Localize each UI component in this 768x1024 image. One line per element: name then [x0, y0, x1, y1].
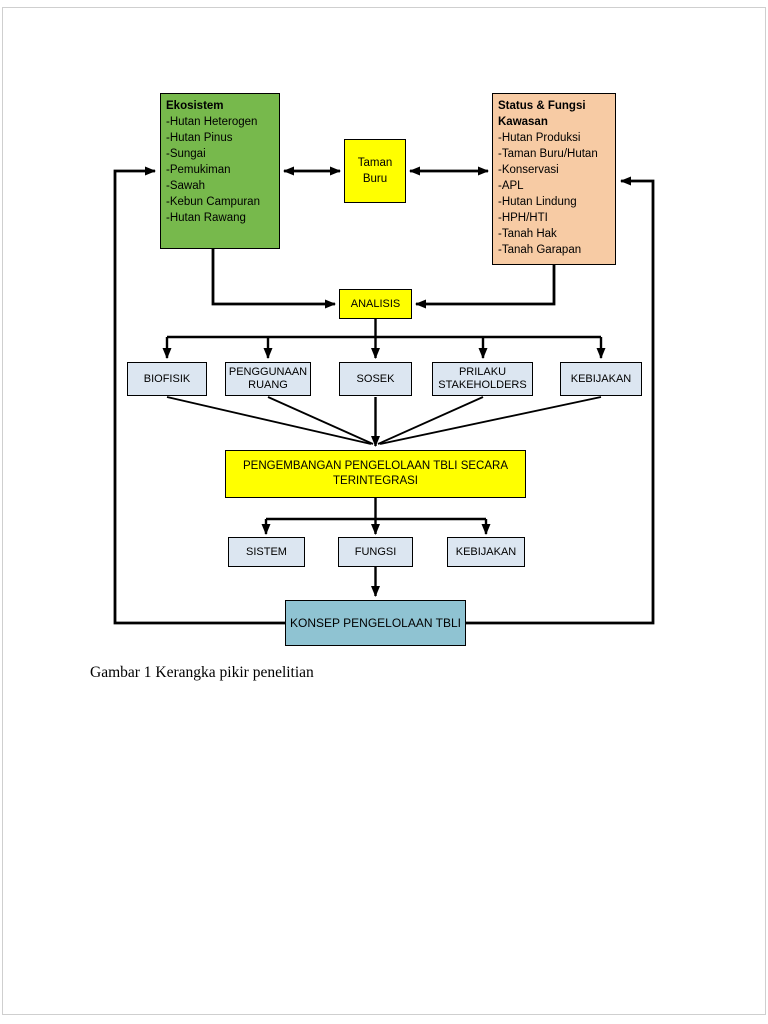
- ekosistem-item: -Hutan Heterogen: [166, 116, 258, 128]
- analisis-box: ANALISIS: [339, 289, 412, 319]
- status-fungsi-item: -APL: [498, 180, 524, 192]
- output-box-fungsi: FUNGSI: [338, 537, 413, 567]
- ekosistem-title: Ekosistem: [166, 100, 224, 112]
- aspect-box-biofisik: BIOFISIK: [127, 362, 207, 396]
- output-label: SISTEM: [246, 545, 287, 558]
- aspect-label: PRILAKU STAKEHOLDERS: [438, 366, 527, 391]
- output-box-kebijakan: KEBIJAKAN: [447, 537, 525, 567]
- aspect-label: BIOFISIK: [143, 372, 191, 385]
- fan-penggunaan: [267, 396, 374, 445]
- aspect-label: PENGGUNAAN RUANG: [228, 366, 308, 391]
- status-fungsi-item: -Konservasi: [498, 164, 559, 176]
- ekosistem-item: -Hutan Pinus: [166, 132, 233, 144]
- status-fungsi-item: -Taman Buru/Hutan: [498, 148, 598, 160]
- konsep-label: KONSEP PENGELOLAAN TBLI: [290, 616, 461, 630]
- pengembangan-box: PENGEMBANGAN PENGELOLAAN TBLI SECARA TER…: [225, 450, 526, 498]
- status-fungsi-item: -Tanah Hak: [498, 228, 557, 240]
- status-fungsi-item: -Tanah Garapan: [498, 244, 582, 256]
- analisis-label: ANALISIS: [350, 298, 401, 310]
- ekosistem-item: -Sungai: [166, 148, 206, 160]
- aspect-box-penggunaan-ruang: PENGGUNAAN RUANG: [225, 362, 311, 396]
- konsep-box: KONSEP PENGELOLAAN TBLI: [285, 600, 466, 646]
- aspect-box-sosek: SOSEK: [339, 362, 412, 396]
- arrow-status-analisis: [415, 265, 556, 309]
- output-label: FUNGSI: [354, 545, 397, 558]
- figure-caption: Gambar 1 Kerangka pikir penelitian: [90, 664, 314, 681]
- ekosistem-item: -Sawah: [166, 180, 205, 192]
- pengembangan-label: PENGEMBANGAN PENGELOLAAN TBLI SECARA TER…: [242, 460, 508, 487]
- output-box-sistem: SISTEM: [228, 537, 305, 567]
- fan-biofisik: [166, 396, 372, 445]
- aspect-box-kebijakan: KEBIJAKAN: [560, 362, 642, 396]
- ekosistem-item: -Kebun Campuran: [166, 196, 260, 208]
- ekosistem-box: Ekosistem -Hutan Heterogen -Hutan Pinus …: [160, 93, 280, 249]
- taman-buru-box: Taman Buru: [344, 139, 406, 203]
- output-label: KEBIJAKAN: [455, 545, 517, 558]
- status-fungsi-item: -Hutan Lindung: [498, 196, 577, 208]
- arrow-ekosistem-analisis: [211, 249, 336, 309]
- status-fungsi-item: -Hutan Produksi: [498, 132, 581, 144]
- aspect-box-prilaku-stakeholders: PRILAKU STAKEHOLDERS: [432, 362, 533, 396]
- fan-kebijakan: [379, 396, 602, 445]
- taman-buru-label: Taman Buru: [357, 157, 393, 185]
- ekosistem-item: -Hutan Rawang: [166, 212, 246, 224]
- aspect-label: SOSEK: [356, 372, 395, 385]
- status-fungsi-item: -HPH/HTI: [498, 212, 548, 224]
- ekosistem-item: -Pemukiman: [166, 164, 231, 176]
- status-fungsi-title: Status & Fungsi Kawasan: [498, 100, 586, 128]
- status-fungsi-box: Status & Fungsi Kawasan -Hutan Produksi …: [492, 93, 616, 265]
- aspect-label: KEBIJAKAN: [570, 372, 632, 385]
- fan-prilaku: [377, 396, 484, 445]
